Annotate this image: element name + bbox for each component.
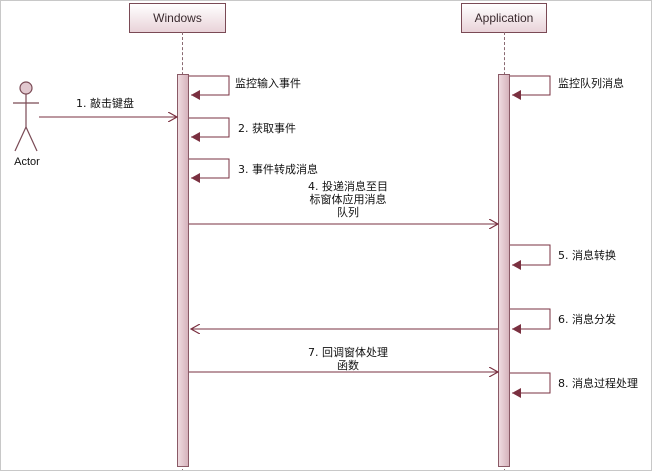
- windows-activation-bar: [177, 74, 189, 467]
- actor-label: Actor: [14, 156, 40, 168]
- windows-lifeline-header: Windows: [129, 3, 226, 33]
- message-7-label: 7. 回调窗体处理 函数: [293, 346, 403, 372]
- message-7-line1: 7. 回调窗体处理: [308, 346, 388, 359]
- application-activation-bar: [498, 74, 510, 467]
- message-4-line3: 队列: [337, 206, 359, 219]
- self-loop-translate: [510, 244, 551, 270]
- message-4-line2: 标窗体应用消息: [309, 193, 387, 206]
- message-4-label: 4. 投递消息至目 标窗体应用消息 队列: [293, 180, 403, 219]
- message-5-label: 5. 消息转换: [558, 249, 616, 262]
- self-loop-get-event: [189, 117, 230, 142]
- message-7-line2: 函数: [337, 359, 359, 372]
- monitor-input-label: 监控输入事件: [235, 77, 301, 90]
- self-loop-monitor-input: [189, 75, 230, 100]
- message-8-label: 8. 消息过程处理: [558, 377, 638, 390]
- message-2-label: 2. 获取事件: [238, 122, 296, 135]
- self-loop-dispatch: [510, 308, 551, 334]
- message-6-label: 6. 消息分发: [558, 313, 616, 326]
- message-1-label: 1. 敲击键盘: [76, 97, 134, 110]
- message-3-label: 3. 事件转成消息: [238, 163, 318, 176]
- actor-figure: [13, 81, 39, 152]
- monitor-queue-label: 监控队列消息: [558, 77, 624, 90]
- self-loop-event-to-message: [189, 158, 230, 183]
- message-4-line1: 4. 投递消息至目: [308, 180, 388, 193]
- self-loop-wndproc: [510, 372, 551, 398]
- self-loop-monitor-queue: [510, 75, 551, 100]
